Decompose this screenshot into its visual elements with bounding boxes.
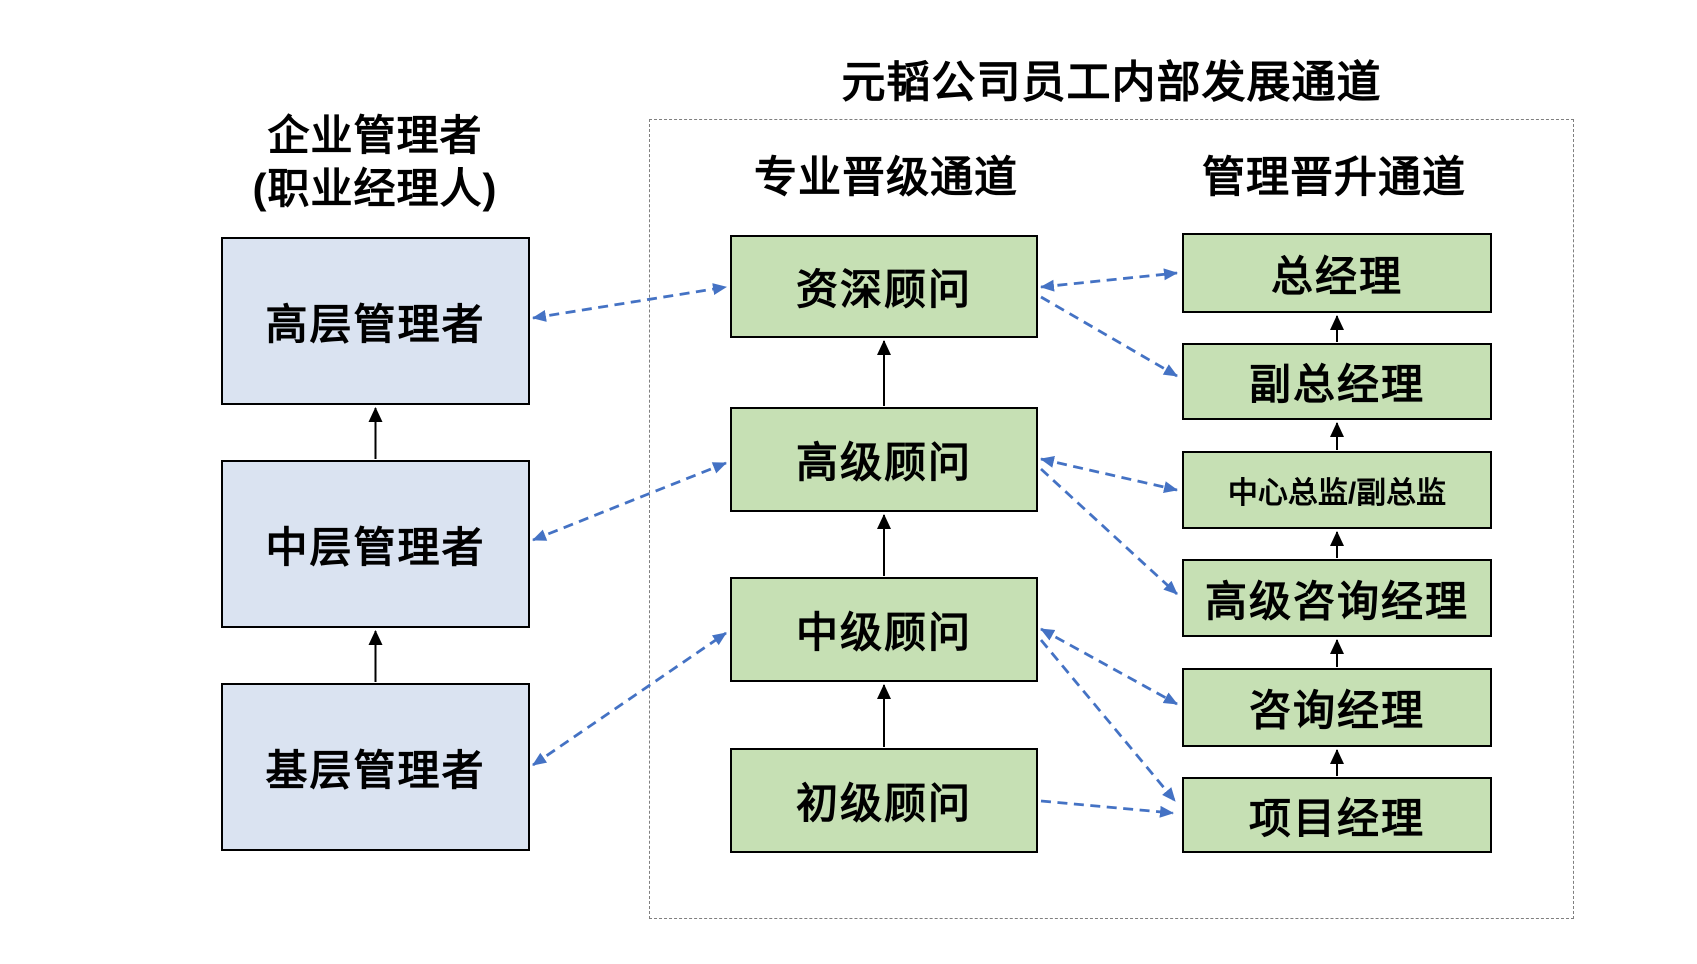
box-junior-consultant: 初级顾问 xyxy=(730,748,1038,853)
box-senior-consulting-manager: 高级咨询经理 xyxy=(1182,559,1492,637)
box-middle-level-manager: 中层管理者 xyxy=(221,460,530,628)
box-project-manager: 项目经理 xyxy=(1182,777,1492,853)
box-advanced-consultant: 高级顾问 xyxy=(730,407,1038,512)
box-general-manager: 总经理 xyxy=(1182,233,1492,313)
box-senior-consultant: 资深顾问 xyxy=(730,235,1038,338)
box-base-level-manager: 基层管理者 xyxy=(221,683,530,851)
box-consulting-manager: 咨询经理 xyxy=(1182,668,1492,747)
professional-channel-header: 专业晋级通道 xyxy=(754,154,1018,202)
management-channel-header: 管理晋升通道 xyxy=(1202,154,1466,202)
box-top-level-manager: 高层管理者 xyxy=(221,237,530,405)
box-mid-consultant: 中级顾问 xyxy=(730,577,1038,682)
left-column-header-line2: (职业经理人) xyxy=(252,164,498,212)
left-column-header: 企业管理者 (职业经理人) xyxy=(170,110,580,216)
box-deputy-general-manager: 副总经理 xyxy=(1182,343,1492,420)
left-column-header-line1: 企业管理者 xyxy=(267,112,483,159)
box-center-director: 中心总监/副总监 xyxy=(1182,451,1492,529)
diagram-title: 元韬公司员工内部发展通道 xyxy=(841,58,1382,107)
